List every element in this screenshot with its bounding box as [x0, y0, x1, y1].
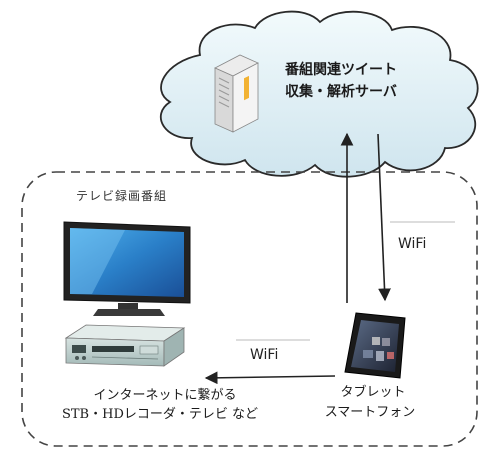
cloud-shape	[159, 10, 479, 178]
home-network-boundary	[21, 171, 478, 447]
server-label-line2: 収集・解析サーバ	[285, 84, 397, 100]
tv-icon	[63, 221, 191, 316]
recorder-icon	[64, 324, 186, 367]
tv-device-caption-line2: STB・HDレコーダ・テレビ など	[61, 407, 259, 422]
server-label-line1: 番組関連ツイート	[285, 62, 397, 78]
server-icon	[214, 54, 259, 133]
home-group-label: テレビ録画番組	[76, 189, 168, 203]
tablet-icon	[344, 312, 406, 379]
home-wifi-label: WiFi	[250, 347, 279, 363]
cloud-wifi-label: WiFi	[398, 236, 427, 252]
tablet-to-tv-arrow	[204, 371, 336, 385]
tv-device-caption-line1: インターネットに繋がる	[93, 388, 237, 403]
tablet-caption-line2: スマートフォン	[324, 405, 416, 420]
download-arrow	[377, 133, 391, 302]
tablet-caption-line1: タブレット	[340, 385, 406, 400]
